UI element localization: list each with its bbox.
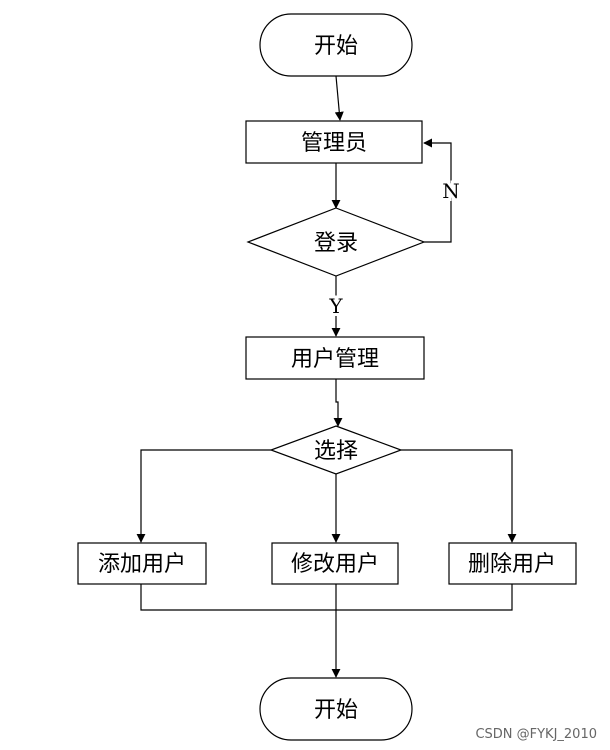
- edge-login-no: [423, 138, 452, 243]
- login-node: 登录: [246, 207, 426, 277]
- user-mgmt-label: 用户管理: [291, 347, 379, 372]
- admin-label: 管理员: [301, 131, 367, 156]
- watermark-text: CSDN @FYKJ_2010: [475, 727, 597, 742]
- label-yes: Y: [328, 294, 343, 318]
- edit-user-label: 修改用户: [291, 552, 379, 577]
- select-node: 选择: [269, 425, 403, 475]
- label-no: N: [442, 179, 460, 203]
- edit-user-node: 修改用户: [271, 542, 399, 585]
- add-user-node: 添加用户: [77, 542, 207, 585]
- start-label: 开始: [314, 34, 358, 59]
- login-label: 登录: [314, 231, 358, 256]
- edge-mgmt-select: [333, 379, 343, 427]
- admin-node: 管理员: [245, 120, 423, 164]
- end-label: 开始: [314, 698, 358, 723]
- edge-start-admin: [334, 75, 344, 121]
- edge-add-merge: [140, 584, 513, 611]
- end-node: 开始: [259, 677, 413, 741]
- delete-user-label: 删除用户: [468, 552, 556, 577]
- add-user-label: 添加用户: [98, 552, 186, 577]
- select-label: 选择: [314, 439, 358, 464]
- start-node: 开始: [259, 13, 413, 77]
- edge-select-add: [136, 449, 271, 543]
- user-mgmt-node: 用户管理: [245, 336, 425, 380]
- edge-select-delete: [401, 449, 517, 543]
- delete-user-node: 删除用户: [448, 542, 577, 585]
